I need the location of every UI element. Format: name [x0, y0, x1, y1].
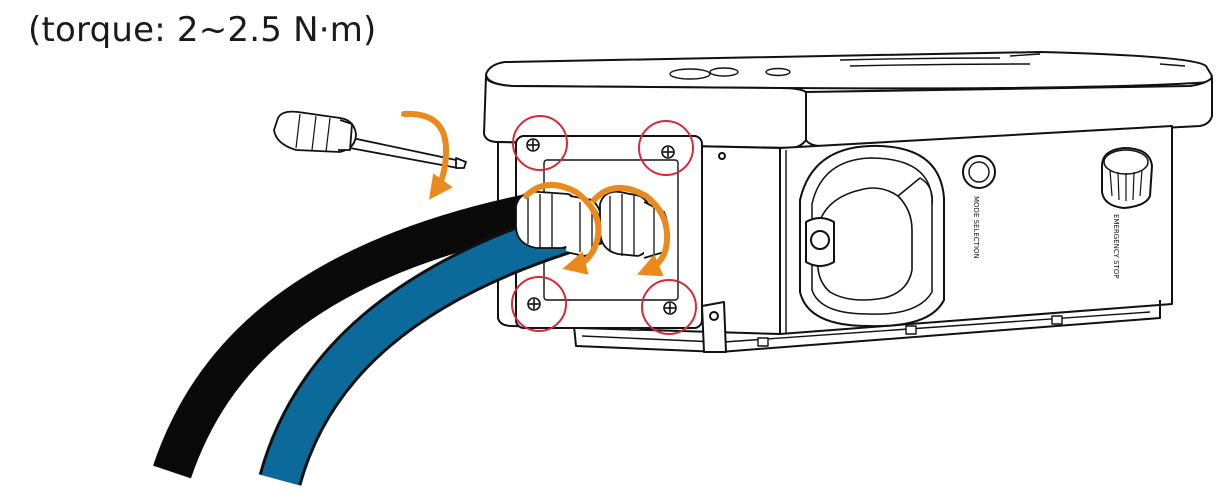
- screw-bottom-left: [527, 297, 541, 311]
- mode-selection-knob: [962, 155, 996, 189]
- enclosure-lid-top: [485, 51, 1213, 90]
- screwdriver-rotation-arrow: [401, 110, 453, 200]
- highlight-screw-bottom-right: [641, 279, 697, 335]
- emergency-stop-button: [1101, 147, 1153, 209]
- screw-bottom-right: [663, 301, 677, 315]
- rotation-arrows: [401, 110, 670, 277]
- torque-caption: (torque: 2~2.5 N·m): [28, 10, 377, 50]
- cover-screws: [526, 138, 677, 315]
- screw-highlights: [511, 115, 697, 335]
- screwdriver-handle: [273, 110, 357, 153]
- right-gland-tighten-arrow: [591, 185, 670, 277]
- black-cable: [153, 194, 533, 479]
- cables: [153, 194, 606, 487]
- screw-top-left: [526, 138, 540, 152]
- blue-cable: [261, 203, 606, 486]
- bracket-tab: [701, 301, 727, 353]
- highlight-screw-bottom-left: [511, 276, 567, 332]
- mode-selection-label: MODE SELECTION: [972, 196, 980, 259]
- highlight-screw-top-right: [638, 120, 694, 176]
- screwdriver-shaft: [349, 137, 459, 169]
- highlight-screw-top-left: [512, 115, 568, 171]
- left-gland-tighten-arrow: [523, 182, 602, 275]
- screw-top-right: [661, 145, 675, 159]
- emergency-stop-label: EMERGENCY STOP: [1112, 214, 1120, 279]
- charger-holster: [799, 144, 945, 328]
- screwdriver: [273, 110, 467, 169]
